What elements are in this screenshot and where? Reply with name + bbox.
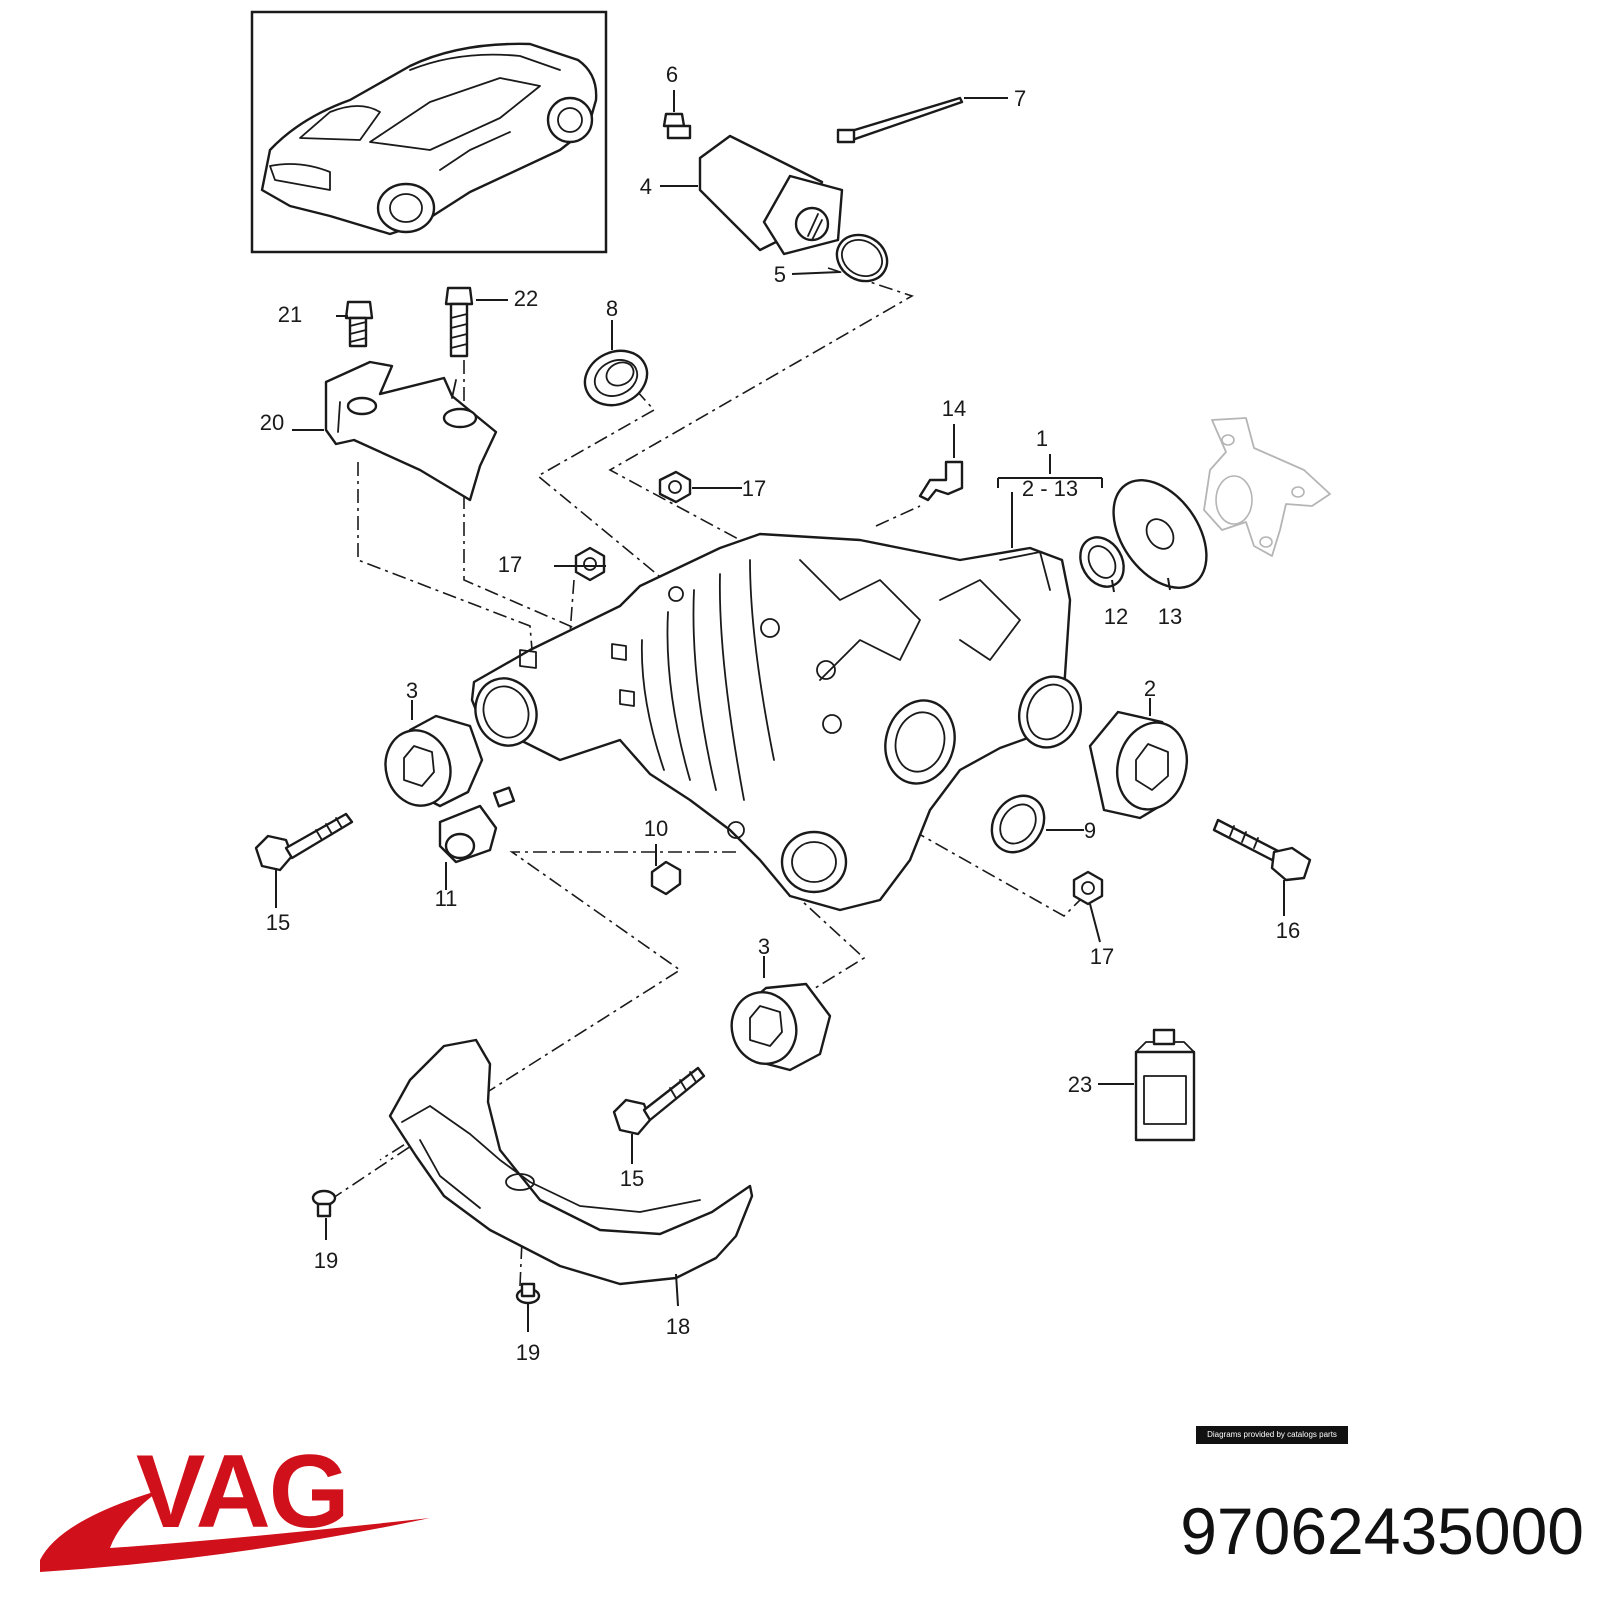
screw-19-left xyxy=(311,1189,337,1218)
callout-7: 7 xyxy=(1014,86,1026,111)
actuator-motor-4 xyxy=(698,134,844,256)
breather-plug-11 xyxy=(438,786,516,864)
bolt-15-upper xyxy=(254,812,354,872)
callout-20: 20 xyxy=(260,410,284,435)
callout-labels: 1 2 - 13 2 3 3 4 5 6 7 8 9 10 11 12 13 1… xyxy=(260,62,1300,1365)
rubber-bushing-3-lower xyxy=(730,982,832,1072)
sensor-14 xyxy=(918,460,964,502)
part-number: 97062435000 xyxy=(1180,1494,1584,1568)
callout-4: 4 xyxy=(640,174,652,199)
callout-3-lower: 3 xyxy=(758,934,770,959)
callout-leaders xyxy=(275,90,1285,1332)
callout-17-upper: 17 xyxy=(742,476,766,501)
callout-2-13: 2 - 13 xyxy=(1022,476,1078,501)
callout-17-lower: 17 xyxy=(1090,944,1114,969)
bolt-15-lower xyxy=(612,1066,706,1136)
callout-3-upper: 3 xyxy=(406,678,418,703)
oil-bottle-23 xyxy=(1134,1028,1196,1142)
callout-5: 5 xyxy=(774,262,786,287)
callout-16: 16 xyxy=(1276,918,1300,943)
differential-housing-1 xyxy=(470,532,1082,912)
plug-10 xyxy=(650,860,682,896)
callout-18: 18 xyxy=(666,1314,690,1339)
callout-15-lower: 15 xyxy=(620,1166,644,1191)
rubber-bushing-2 xyxy=(1088,710,1188,820)
diagram-credit-badge: Diagrams provided by catalogs parts xyxy=(1196,1426,1348,1444)
nut-17-upper xyxy=(658,470,692,504)
callout-1: 1 xyxy=(1036,426,1048,451)
callout-2: 2 xyxy=(1144,676,1156,701)
callout-9: 9 xyxy=(1084,818,1096,843)
nut-17-middle xyxy=(574,546,606,582)
callout-22: 22 xyxy=(514,286,538,311)
protective-shield-18 xyxy=(388,1038,754,1286)
callout-23: 23 xyxy=(1068,1072,1092,1097)
bolt-16 xyxy=(1212,818,1312,882)
screw-6 xyxy=(662,112,692,140)
bolt-22 xyxy=(444,286,474,358)
callout-19-bottom: 19 xyxy=(516,1340,540,1365)
mounting-bracket-20 xyxy=(324,360,498,502)
screw-19-bottom xyxy=(515,1282,541,1305)
seal-ring-12 xyxy=(1079,536,1125,588)
reference-flange-ghost xyxy=(1203,417,1331,557)
callout-12: 12 xyxy=(1104,604,1128,629)
callout-19-left: 19 xyxy=(314,1248,338,1273)
shaft-seal-9 xyxy=(990,794,1046,854)
callout-13: 13 xyxy=(1158,604,1182,629)
callout-11: 11 xyxy=(435,886,458,911)
callout-14: 14 xyxy=(942,396,966,421)
callout-8: 8 xyxy=(606,296,618,321)
bolt-21 xyxy=(344,300,374,348)
callout-21: 21 xyxy=(278,302,302,327)
washer-13 xyxy=(1112,479,1208,589)
callout-17-middle: 17 xyxy=(498,552,522,577)
callout-6: 6 xyxy=(666,62,678,87)
o-ring-5 xyxy=(835,233,889,283)
brand-logo-text: VAG xyxy=(136,1434,350,1550)
cable-tie-7 xyxy=(836,96,964,144)
callout-10: 10 xyxy=(644,816,668,841)
rubber-bushing-3-upper xyxy=(384,714,484,808)
callout-15-upper: 15 xyxy=(266,910,290,935)
vehicle-locator-inset xyxy=(250,10,608,254)
shaft-seal-8 xyxy=(583,349,649,407)
nut-17-lower xyxy=(1072,870,1104,906)
brand-swoosh xyxy=(40,1490,430,1572)
